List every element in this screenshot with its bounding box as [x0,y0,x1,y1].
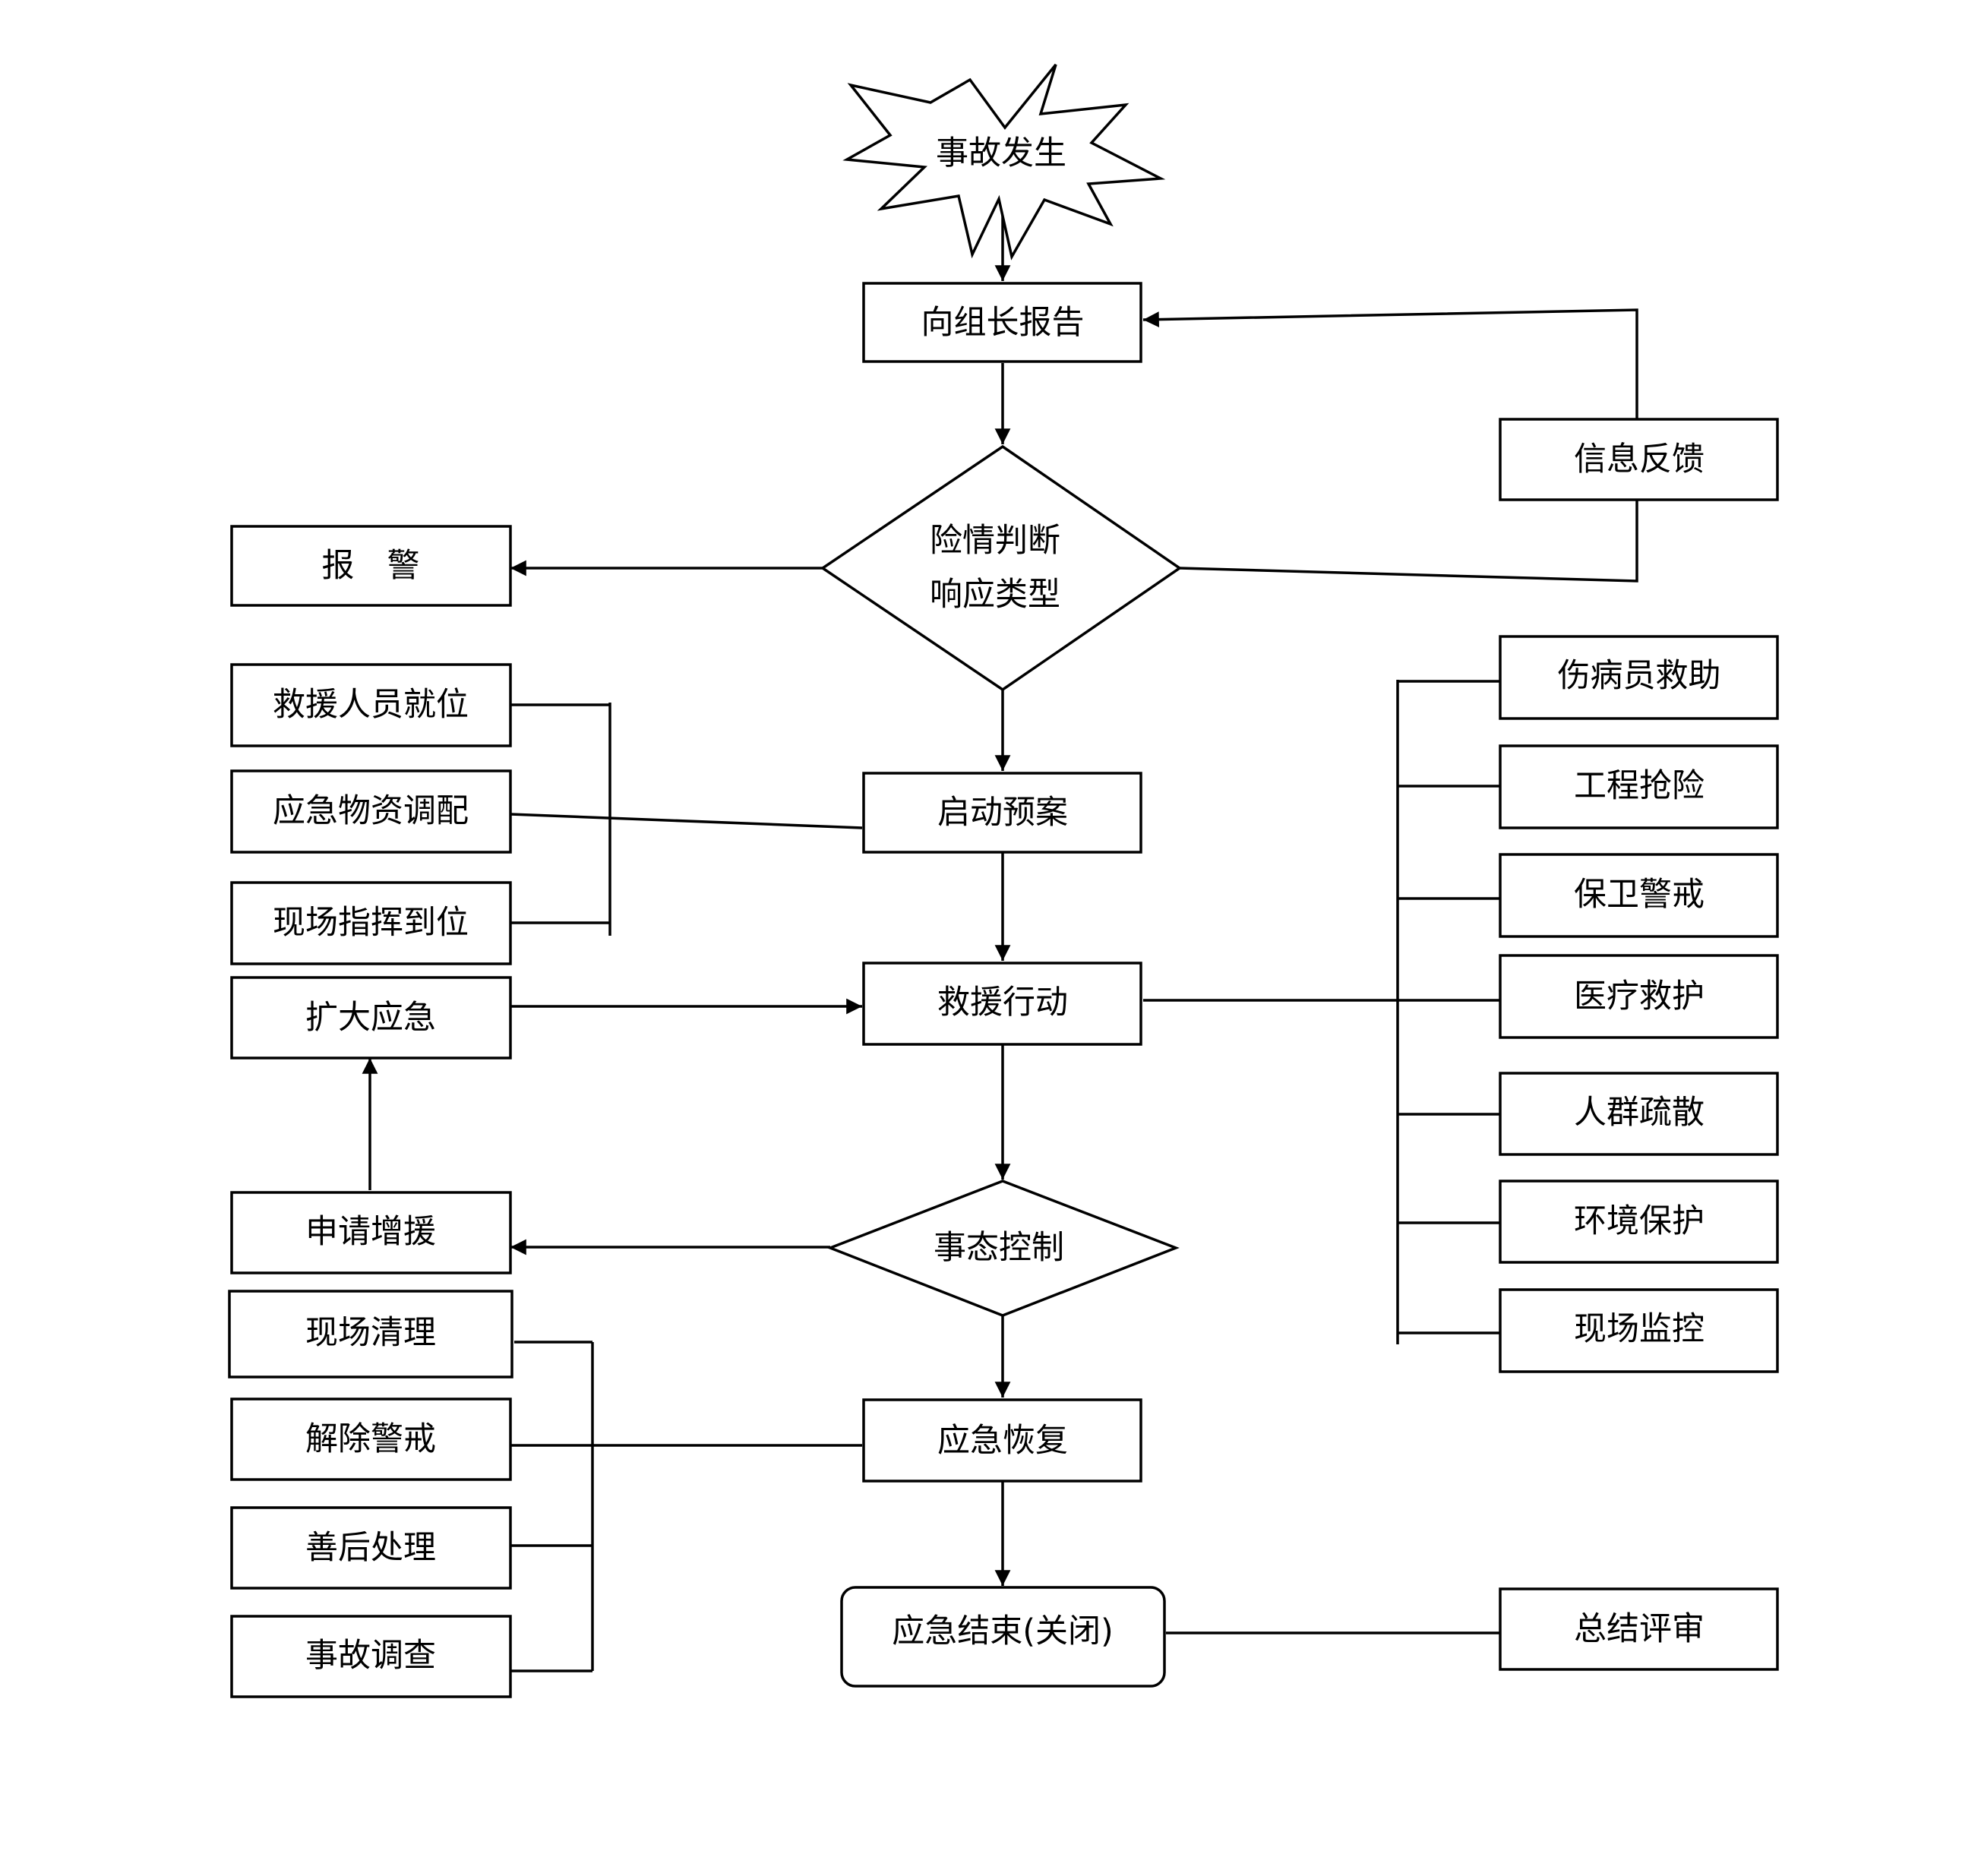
cleanup-label: 现场清理 [305,1314,436,1352]
starburst-shape [842,63,1166,261]
supplies-label: 应急物资调配 [273,792,469,830]
situation-control-label: 事态控制 [934,1229,1064,1267]
end-node: 应急结束(关闭) [840,1586,1166,1688]
investigation-label: 事故调查 [305,1637,436,1675]
rescue-action-bracket [1143,680,1500,1344]
feedback-node: 信息反馈 [1499,418,1779,501]
report-leader-label: 向组长报告 [921,304,1085,342]
security-node: 保卫警戒 [1499,853,1779,938]
cleanup-node: 现场清理 [228,1290,513,1379]
judge-decision-node: 险情判断 响应类型 [820,444,1183,692]
security-label: 保卫警戒 [1574,876,1705,914]
injured-rescue-node: 伤病员救助 [1499,635,1779,720]
command-ready-label: 现场指挥到位 [273,904,469,942]
accident-node: 事故发生 [842,63,1166,261]
evacuation-label: 人群疏散 [1574,1094,1705,1132]
accident-label: 事故发生 [936,134,1066,172]
judge-label-line1: 险情判断 [930,522,1060,560]
request-support-node: 申请增援 [230,1191,512,1274]
recovery-node: 应急恢复 [862,1398,1142,1483]
rescue-action-label: 救援行动 [937,984,1068,1022]
environment-label: 环境保护 [1574,1202,1705,1240]
alarm-label: 报 警 [322,547,420,585]
evacuation-node: 人群疏散 [1499,1072,1779,1156]
rescue-action-node: 救援行动 [862,962,1142,1046]
medical-node: 医疗救护 [1499,954,1779,1039]
aftermath-label: 善后处理 [305,1529,436,1567]
summary-review-node: 总结评审 [1499,1587,1779,1671]
start-plan-node: 启动预案 [862,772,1142,854]
start-plan-label: 启动预案 [937,794,1068,832]
feedback-loop-lower [1179,500,1638,583]
command-ready-node: 现场指挥到位 [230,881,512,965]
injured-rescue-label: 伤病员救助 [1558,657,1721,695]
medical-label: 医疗救护 [1574,977,1705,1015]
alarm-node: 报 警 [230,525,512,607]
feedback-loop-upper [1142,308,1638,419]
report-leader-node: 向组长报告 [862,282,1142,363]
request-support-label: 申请增援 [305,1213,436,1251]
summary-review-label: 总结评审 [1574,1610,1705,1648]
supplies-node: 应急物资调配 [230,769,512,854]
judge-label-line2: 响应类型 [930,576,1060,614]
end-label: 应急结束(关闭) [892,1612,1114,1650]
lift-alert-label: 解除警戒 [305,1420,436,1458]
rescuers-ready-label: 救援人员就位 [273,686,469,724]
expand-node: 扩大应急 [230,976,512,1060]
feedback-label: 信息反馈 [1574,441,1705,478]
engineering-label: 工程抢险 [1574,767,1705,805]
monitoring-label: 现场监控 [1574,1310,1705,1348]
environment-node: 环境保护 [1499,1180,1779,1264]
investigation-node: 事故调查 [230,1615,512,1698]
recovery-label: 应急恢复 [937,1422,1068,1460]
monitoring-node: 现场监控 [1499,1288,1779,1373]
aftermath-node: 善后处理 [230,1506,512,1590]
start-plan-bracket [510,703,863,936]
lift-alert-node: 解除警戒 [230,1398,512,1481]
connectors [362,199,1638,1672]
engineering-node: 工程抢险 [1499,744,1779,829]
expand-label: 扩大应急 [305,999,436,1037]
recovery-bracket [510,1341,862,1672]
rescuers-ready-node: 救援人员就位 [230,663,512,747]
situation-control-node: 事态控制 [826,1180,1180,1317]
